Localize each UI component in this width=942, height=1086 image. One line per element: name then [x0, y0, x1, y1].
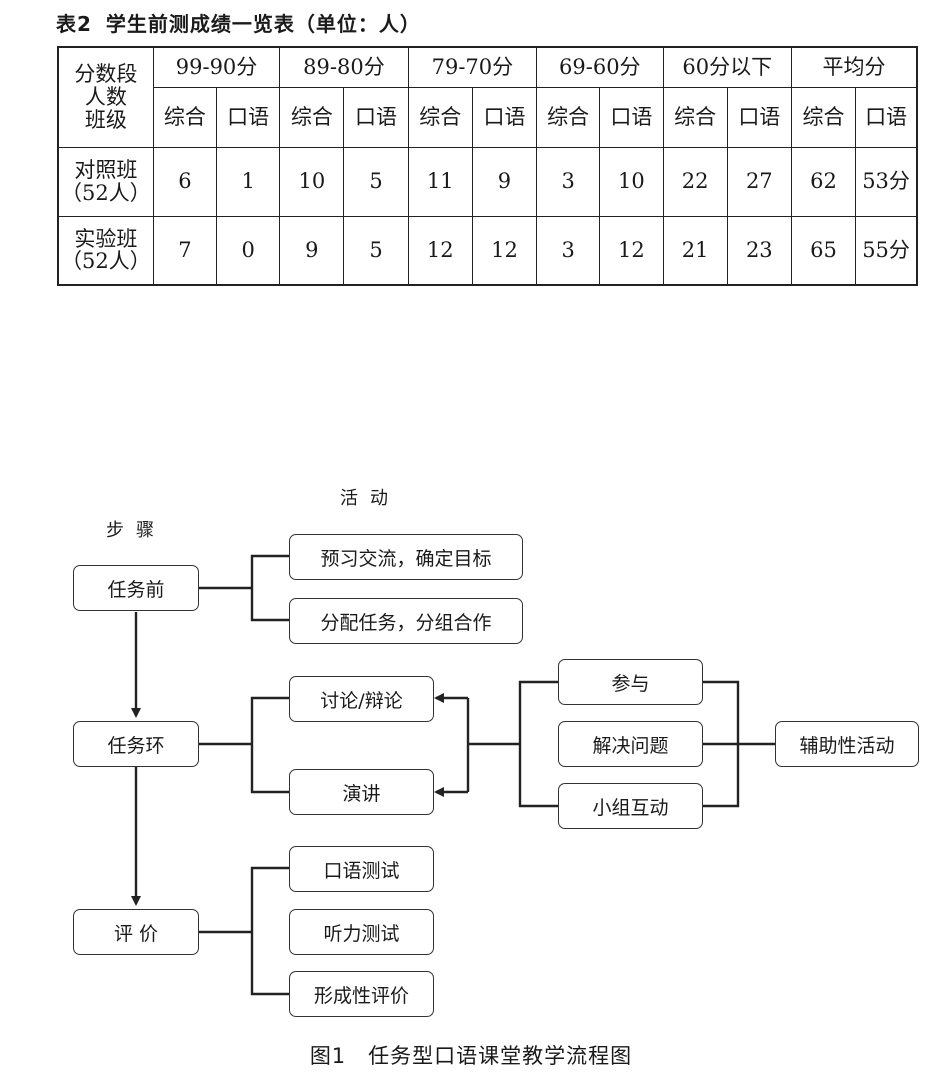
subheader-comprehensive: 综合 [407, 86, 473, 148]
score-table: 分数段 人数 班级 99-90分 89-80分 79-70分 69-60分 60… [57, 46, 918, 286]
activity-assign-tasks: 分配任务，分组合作 [289, 598, 523, 644]
table-cell: 10 [279, 146, 345, 217]
steps-column-header: 步骤 [106, 520, 166, 541]
table-cell: 65 [790, 215, 857, 286]
step-evaluation: 评 价 [73, 909, 199, 955]
subheader-comprehensive: 综合 [152, 86, 218, 148]
corner-score-band-label: 分数段 [74, 62, 138, 87]
band-header-below-60: 60分以下 [662, 46, 792, 88]
subheader-oral: 口语 [726, 86, 792, 148]
table-title-text: 学生前测成绩一览表（单位：人） [105, 12, 421, 36]
subheader-comprehensive: 综合 [536, 86, 601, 148]
table-title: 表2 学生前测成绩一览表（单位：人） [56, 8, 421, 37]
class-count: （52人） [61, 249, 151, 274]
table-cell: 21 [662, 215, 728, 286]
table-header-row: 分数段 人数 班级 99-90分 89-80分 79-70分 69-60分 60… [57, 46, 918, 148]
table-subheader-row: 综合 口语 综合 口语 综合 口语 综合 口语 综合 口语 综合 口语 [58, 86, 918, 148]
flowchart-connectors [131, 554, 775, 996]
table-cell: 7 [152, 215, 218, 286]
eval-listening-test: 听力测试 [289, 909, 434, 955]
flowchart: 活动 步骤 任务前 任务环 评 价 预习交流，确定目标 分配任务，分组合作 讨论… [0, 470, 942, 1030]
table-cell: 11 [407, 146, 473, 217]
corner-class-label: 班级 [84, 107, 127, 132]
table-cell: 9 [279, 215, 345, 286]
table-cell: 10 [599, 146, 664, 217]
table-cell: 0 [216, 215, 281, 286]
band-header-average: 平均分 [790, 46, 918, 88]
table-cell: 55分 [855, 215, 918, 286]
table-cell: 22 [662, 146, 728, 217]
table-cell: 5 [343, 146, 409, 217]
step-pre-task: 任务前 [73, 565, 199, 611]
class-name: 对照班 [74, 157, 138, 182]
activities-column-header: 活动 [340, 488, 400, 509]
band-header-69-60: 69-60分 [536, 46, 664, 88]
subheader-oral: 口语 [855, 86, 918, 148]
table-cell: 62 [790, 146, 857, 217]
subheader-oral: 口语 [216, 86, 281, 148]
corner-count-label: 人数 [84, 84, 127, 109]
table-row-experimental-class: 实验班 （52人） 7 0 9 5 12 12 3 12 21 23 65 55… [57, 215, 918, 286]
table-row-control-class: 对照班 （52人） 6 1 10 5 11 9 3 10 22 27 62 53… [57, 146, 918, 217]
aux-participation: 参与 [558, 659, 703, 705]
aux-activities-label: 辅助性活动 [775, 721, 919, 767]
subheader-comprehensive: 综合 [279, 86, 345, 148]
class-cell: 实验班 （52人） [57, 215, 154, 286]
table-cell: 3 [536, 146, 601, 217]
band-header-79-70: 79-70分 [407, 46, 538, 88]
table-cell: 12 [407, 215, 473, 286]
table-title-label: 表2 [56, 12, 92, 36]
table-cell: 3 [536, 215, 601, 286]
subheader-oral: 口语 [343, 86, 409, 148]
subheader-oral: 口语 [599, 86, 664, 148]
figure-caption: 图1 任务型口语课堂教学流程图 [309, 1044, 633, 1068]
subheader-comprehensive: 综合 [662, 86, 728, 148]
activity-discussion-debate: 讨论/辩论 [289, 676, 434, 722]
band-header-89-80: 89-80分 [279, 46, 409, 88]
subheader-comprehensive: 综合 [790, 86, 857, 148]
table-cell: 27 [726, 146, 792, 217]
eval-oral-test: 口语测试 [289, 846, 434, 892]
table-corner-cell: 分数段 人数 班级 [57, 46, 154, 148]
aux-group-interaction: 小组互动 [558, 783, 703, 829]
table-cell: 23 [726, 215, 792, 286]
subheader-oral: 口语 [471, 86, 538, 148]
class-name: 实验班 [74, 226, 138, 251]
activity-speech: 演讲 [289, 769, 434, 815]
table-cell: 5 [343, 215, 409, 286]
table-cell: 6 [152, 146, 218, 217]
band-header-99-90: 99-90分 [152, 46, 281, 88]
class-cell: 对照班 （52人） [57, 146, 154, 217]
table-cell: 1 [216, 146, 281, 217]
table-cell: 9 [471, 146, 538, 217]
activity-preview-exchange: 预习交流，确定目标 [289, 534, 523, 580]
aux-problem-solving: 解决问题 [558, 721, 703, 767]
eval-formative-assessment: 形成性评价 [289, 971, 434, 1017]
step-task-cycle: 任务环 [73, 721, 199, 767]
table-cell: 53分 [855, 146, 918, 217]
table-cell: 12 [471, 215, 538, 286]
class-count: （52人） [61, 180, 151, 205]
table-cell: 12 [599, 215, 664, 286]
